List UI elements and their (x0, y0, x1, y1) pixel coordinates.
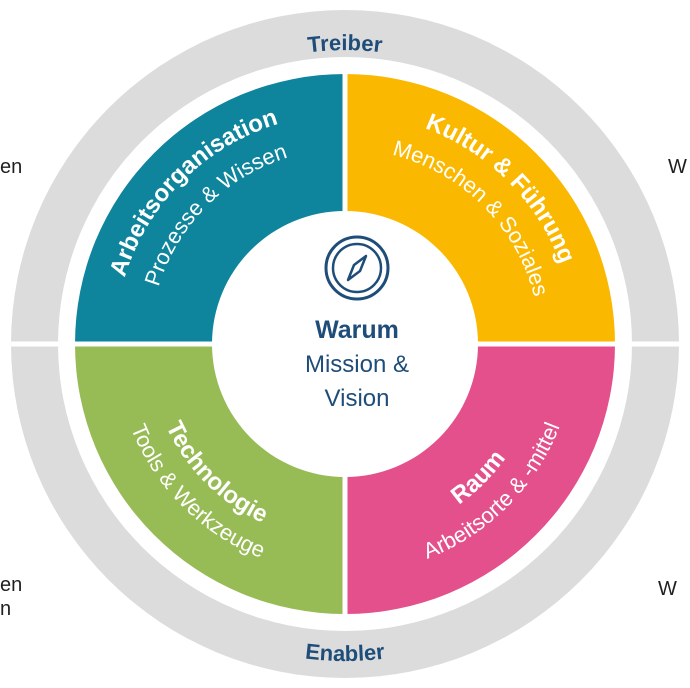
compass-icon (324, 235, 390, 301)
ring-label-enabler: Enabler (304, 639, 386, 667)
ring-label-treiber: Treiber (306, 30, 384, 57)
center-title: Warum (315, 316, 399, 344)
center-circle (212, 211, 478, 477)
right-edge-text-bottom: W (658, 578, 677, 600)
right-edge-text-top: W (668, 156, 687, 178)
center-line-1: Mission & (305, 351, 409, 378)
left-edge-text-bottom-1: en (0, 574, 23, 596)
left-edge-text-top: en (0, 156, 23, 178)
left-edge-text-bottom-2: n (0, 598, 12, 620)
center-line-2: Vision (325, 385, 390, 412)
